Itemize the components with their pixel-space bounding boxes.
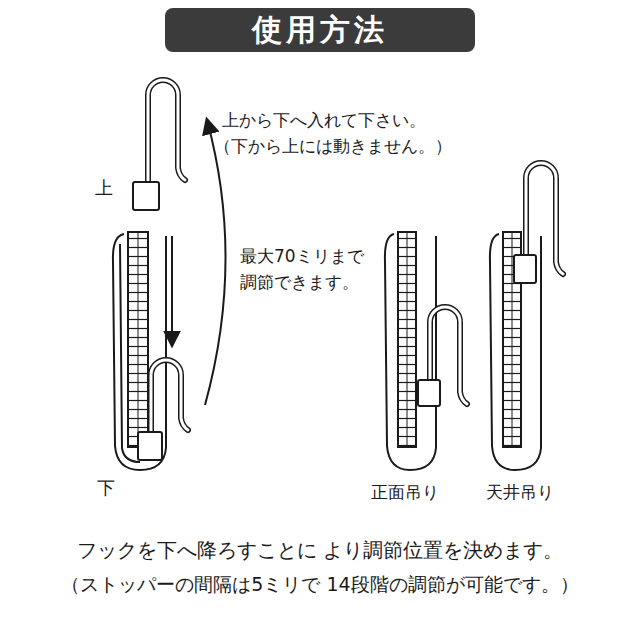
title-band	[165, 8, 475, 52]
dimension-note: 最大70ミリまで	[240, 246, 364, 266]
figure-label: 天井吊り	[486, 482, 554, 502]
instruction-note: （下から上には動きません。）	[214, 136, 452, 156]
top-hook	[133, 80, 185, 210]
down-arrow	[171, 236, 173, 345]
position-label: 下	[97, 477, 115, 499]
dimension-note: 調節できます。	[240, 272, 359, 292]
explanation: （ストッパーの間隔は5ミリで 14段階の調節が可能です。）	[61, 573, 578, 596]
front-hanging-figure	[385, 232, 467, 470]
ceiling-hanging-figure	[490, 163, 563, 470]
instruction: 上から下へ入れて下さい。	[222, 110, 426, 130]
curved-arrow	[205, 120, 226, 405]
title: 使用方法	[252, 12, 388, 48]
bottom-hook	[138, 360, 188, 460]
figure-label: 正面吊り	[371, 482, 439, 502]
adjuster-rail	[113, 232, 166, 470]
explanation: フックを下へ降ろすことに より調節位置を決めます。	[77, 538, 563, 562]
position-label: 上	[95, 177, 113, 199]
